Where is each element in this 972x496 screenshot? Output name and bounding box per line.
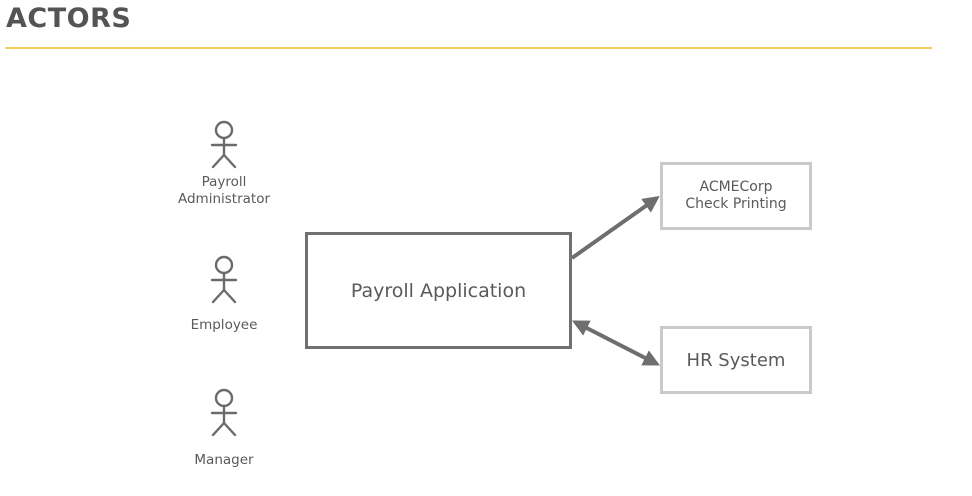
arrow-to-check-printing xyxy=(570,196,660,260)
check-printing-label: ACMECorp Check Printing xyxy=(685,179,787,212)
slide-title: ACTORS xyxy=(6,3,132,34)
hr-system-label: HR System xyxy=(686,349,786,371)
manager-stick-figure-icon xyxy=(210,388,238,437)
payroll-administrator-stick-figure-icon xyxy=(210,120,238,169)
employee-stick-figure-icon xyxy=(210,255,238,304)
title-underline xyxy=(5,47,932,49)
actor-label-employee: Employee xyxy=(190,317,258,333)
payroll-application-box: Payroll Application xyxy=(305,232,572,349)
payroll-application-label: Payroll Application xyxy=(350,279,527,302)
check-printing-box: ACMECorp Check Printing xyxy=(660,162,812,230)
actor-label-manager: Manager xyxy=(194,452,254,468)
bidirectional-arrow-hr-system xyxy=(572,320,660,366)
actor-label-payroll-administrator: Payroll Administrator xyxy=(177,174,271,207)
hr-system-box: HR System xyxy=(660,326,812,394)
